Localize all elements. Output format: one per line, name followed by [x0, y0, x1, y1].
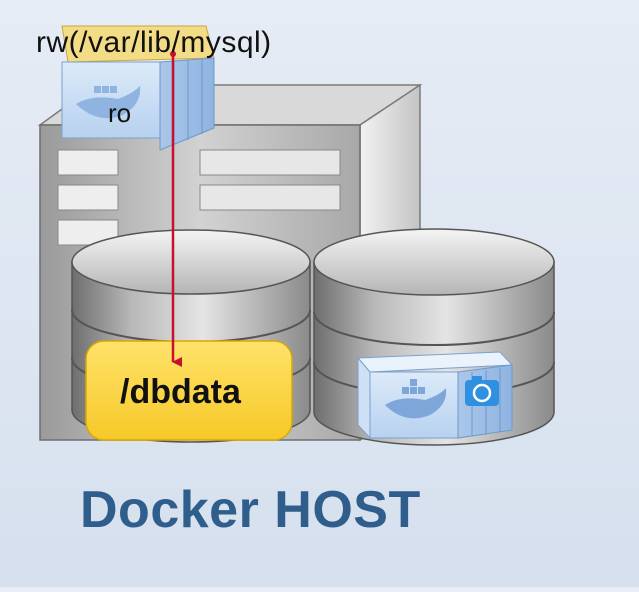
volume-label: /dbdata: [120, 373, 241, 411]
volume-box: [85, 340, 293, 441]
docker-host-title: Docker HOST: [80, 481, 421, 539]
mount-path-label: rw(/var/lib/mysql): [36, 26, 272, 59]
docker-container-icon: [356, 351, 514, 440]
container-mode-label: ro: [108, 98, 132, 128]
mount-arrow: [170, 51, 182, 367]
camera-icon: [465, 376, 499, 406]
